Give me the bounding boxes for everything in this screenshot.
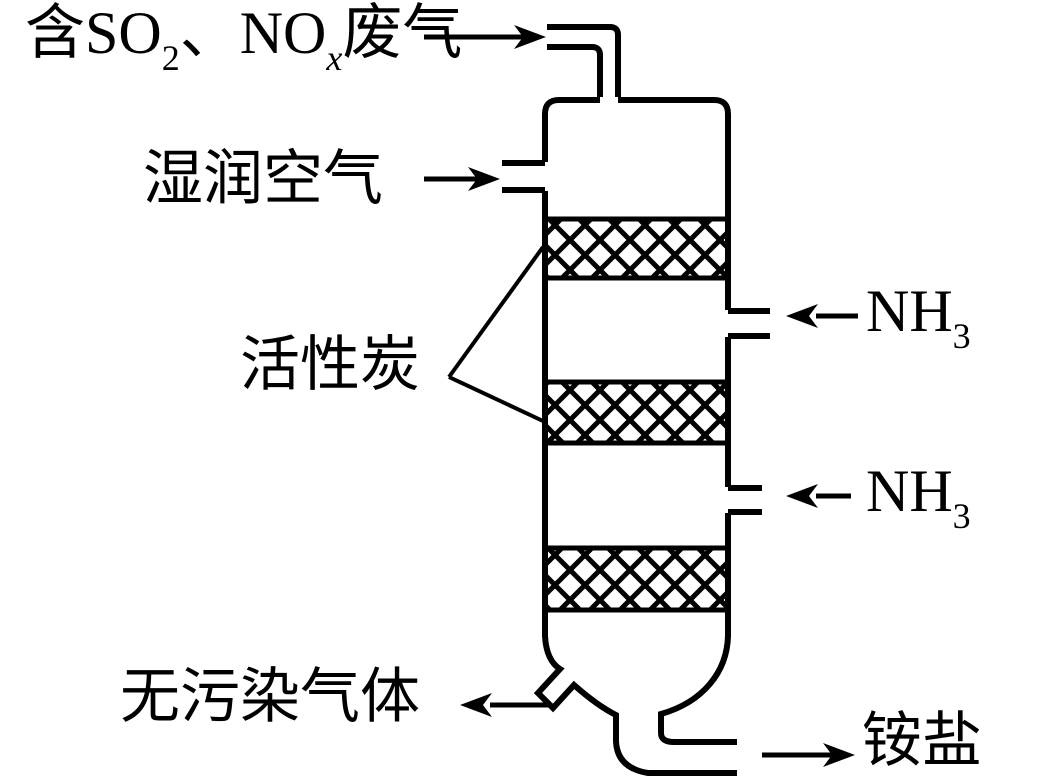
carbon-bed-3 (542, 545, 731, 613)
label-nh3-bottom: NH3 (866, 458, 971, 535)
so2-subscript: 2 (161, 38, 180, 79)
label-ammonium-salt: 铵盐 (862, 708, 982, 774)
absorption-column-shell (542, 97, 731, 612)
salt-drain-pipe (533, 610, 737, 776)
nh3-top-flow-arrow (786, 304, 858, 328)
nh3-port-top (728, 308, 770, 339)
label-waste-gas: 含SO2、NOx废气 (25, 0, 463, 77)
gas-inlet-pipe (547, 24, 621, 97)
label-humid-air: 湿润空气 (143, 146, 383, 212)
nh3-top-subscript: 3 (952, 316, 971, 357)
nh3-bottom-flow-arrow (786, 484, 851, 508)
waste-gas-flow-arrow (424, 25, 546, 49)
humid-air-port (502, 160, 545, 193)
label-nh3-top: NH3 (866, 278, 971, 355)
nh3-top-text: NH (866, 278, 953, 344)
carbon-bed-1 (542, 216, 731, 281)
nox-subscript: x (326, 38, 343, 79)
carbon-pointer-lines (447, 245, 545, 423)
clean-gas-flow-arrow (460, 693, 549, 717)
waste-gas-text: 含SO (25, 0, 162, 66)
carbon-bed-2 (542, 379, 731, 446)
nh3-bottom-text: NH (866, 458, 953, 524)
nh3-port-bottom (728, 485, 762, 515)
ammonium-salt-flow-arrow (762, 743, 855, 767)
label-clean-gas: 无污染气体 (120, 664, 420, 730)
label-activated-carbon: 活性炭 (240, 332, 420, 398)
nh3-bottom-subscript: 3 (952, 496, 971, 537)
waste-gas-text-mid: 、NO (179, 0, 327, 66)
humid-air-flow-arrow (424, 167, 500, 191)
column-bottom-bowl (533, 610, 737, 776)
waste-gas-text-suffix: 废气 (342, 0, 463, 66)
